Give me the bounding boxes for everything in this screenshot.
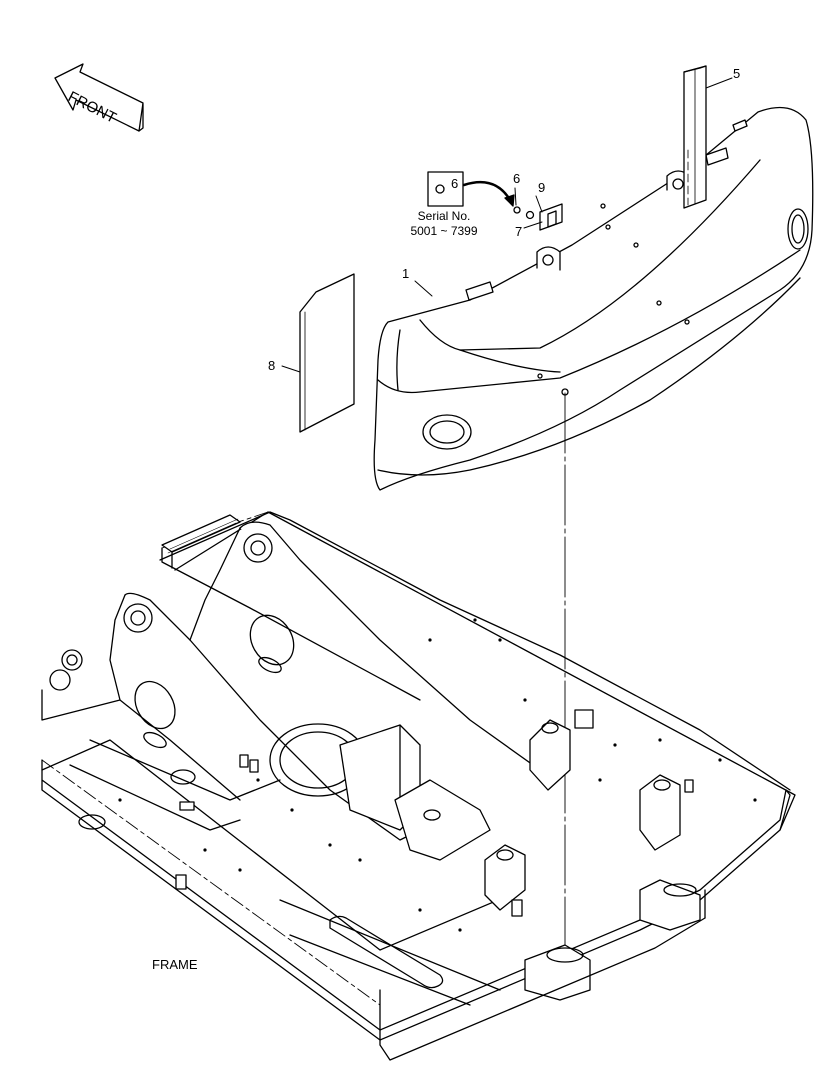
counterweight-part-1 (373, 106, 814, 491)
frame-label: FRAME (152, 957, 198, 972)
inset-callout-6: 6 (451, 176, 459, 191)
frame-assembly (41, 511, 796, 1061)
callout-8: 8 (268, 358, 276, 373)
bar-part-5 (683, 65, 707, 209)
callout-7: 7 (515, 224, 523, 239)
plate-part-8 (299, 273, 355, 433)
callout-9: 9 (538, 180, 546, 195)
bracket-part-9 (513, 203, 563, 231)
serial-label: Serial No. (417, 209, 471, 223)
serial-inset (427, 171, 515, 207)
callout-6: 6 (513, 171, 521, 186)
serial-range: 5001 ~ 7399 (410, 224, 478, 238)
callout-5: 5 (733, 66, 741, 81)
callout-1: 1 (402, 266, 410, 281)
front-arrow-icon (54, 63, 144, 132)
